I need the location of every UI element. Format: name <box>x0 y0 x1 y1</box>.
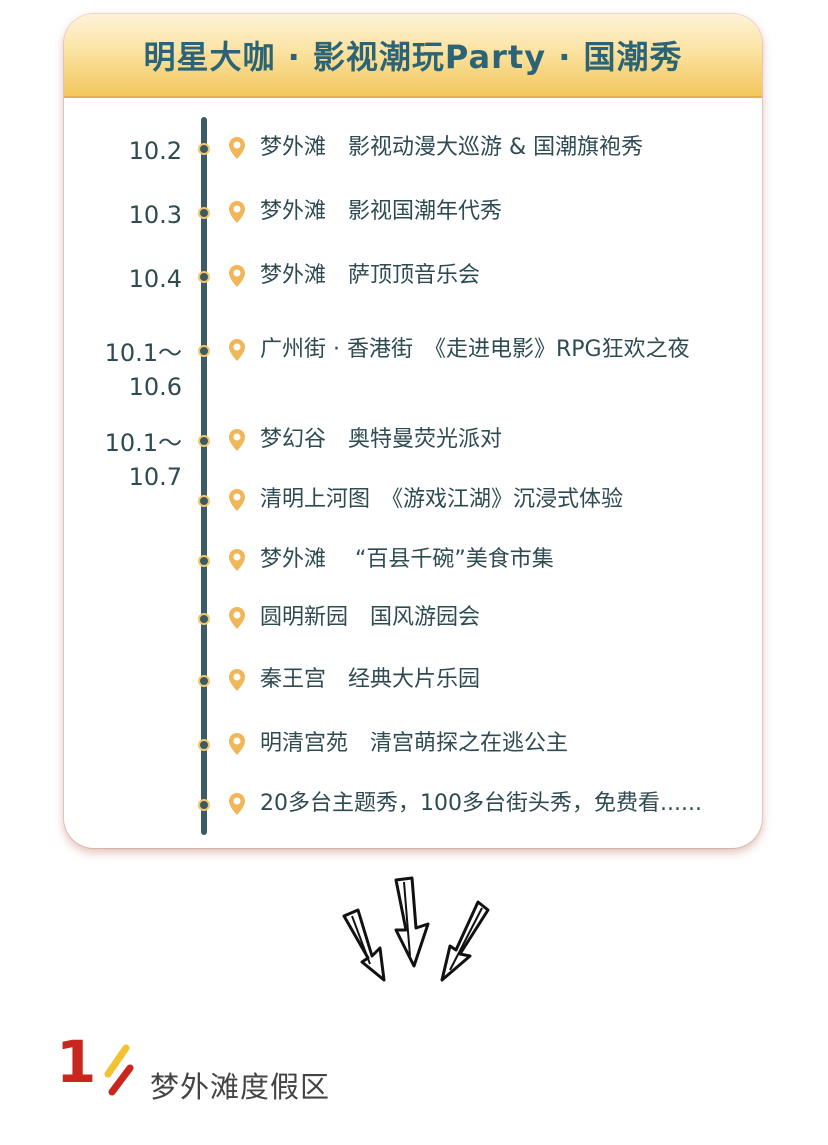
event-description: 梦外滩 “百县千碗”美食市集 <box>260 547 554 572</box>
event-description: 20多台主题秀，100多台街头秀，免费看...... <box>260 791 702 816</box>
timeline-row: 明清宫苑 清宫萌探之在逃公主 <box>64 730 762 770</box>
timeline-dot <box>198 613 210 625</box>
timeline-row: 10.1～ 10.7 梦幻谷 奥特曼荧光派对 <box>64 426 762 491</box>
timeline-dot <box>198 143 210 155</box>
event-date: 10.4 <box>128 265 182 293</box>
timeline-dot <box>198 555 210 567</box>
timeline-dot <box>198 345 210 357</box>
event-date: 10.1～ 10.7 <box>104 429 182 491</box>
timeline-row: 10.4 梦外滩 萨顶顶音乐会 <box>64 262 762 302</box>
timeline-dot <box>198 271 210 283</box>
location-pin-icon <box>229 201 245 223</box>
timeline-dot <box>198 675 210 687</box>
section-heading: 1 梦外滩度假区 <box>56 1028 376 1108</box>
timeline-row: 10.3 梦外滩 影视国潮年代秀 <box>64 198 762 238</box>
location-pin-icon <box>229 669 245 691</box>
location-pin-icon <box>229 733 245 755</box>
timeline-row: 秦王宫 经典大片乐园 <box>64 666 762 706</box>
timeline-row: 10.2 梦外滩 影视动漫大巡游 & 国潮旗袍秀 <box>64 134 762 174</box>
event-description: 梦外滩 影视动漫大巡游 & 国潮旗袍秀 <box>260 135 644 160</box>
location-pin-icon <box>229 265 245 287</box>
timeline-row: 梦外滩 “百县千碗”美食市集 <box>64 546 762 586</box>
event-description: 秦王宫 经典大片乐园 <box>260 667 481 692</box>
location-pin-icon <box>229 607 245 629</box>
down-arrows-icon <box>342 876 490 982</box>
location-pin-icon <box>229 339 245 361</box>
timeline-row: 20多台主题秀，100多台街头秀，免费看...... <box>64 790 762 830</box>
event-date: 10.3 <box>128 201 182 229</box>
card-header: 明星大咖 · 影视潮玩Party · 国潮秀 <box>64 14 762 98</box>
location-pin-icon <box>229 793 245 815</box>
event-description: 圆明新园 国风游园会 <box>260 605 481 630</box>
timeline-line <box>201 117 207 835</box>
event-description: 梦外滩 萨顶顶音乐会 <box>260 263 481 288</box>
location-pin-icon <box>229 137 245 159</box>
event-description: 明清宫苑 清宫萌探之在逃公主 <box>260 731 569 756</box>
timeline-row: 清明上河图 《游戏江湖》沉浸式体验 <box>64 486 762 526</box>
location-pin-icon <box>229 549 245 571</box>
timeline-dot <box>198 799 210 811</box>
location-pin-icon <box>229 489 245 511</box>
event-description: 梦外滩 影视国潮年代秀 <box>260 199 503 224</box>
timeline-row: 10.1～ 10.6 广州街 · 香港街 《走进电影》RPG狂欢之夜 <box>64 336 762 401</box>
event-date: 10.1～ 10.6 <box>104 339 182 401</box>
timeline-dot <box>198 495 210 507</box>
timeline-dot <box>198 435 210 447</box>
slash-decoration-icon <box>104 1044 134 1096</box>
event-description: 清明上河图 《游戏江湖》沉浸式体验 <box>260 487 624 512</box>
section-title: 梦外滩度假区 <box>150 1070 331 1104</box>
event-description: 广州街 · 香港街 《走进电影》RPG狂欢之夜 <box>260 337 690 362</box>
event-description: 梦幻谷 奥特曼荧光派对 <box>260 427 503 452</box>
event-date: 10.2 <box>128 137 182 165</box>
timeline-dot <box>198 739 210 751</box>
timeline-row: 圆明新园 国风游园会 <box>64 604 762 644</box>
event-schedule-card: 明星大咖 · 影视潮玩Party · 国潮秀 10.2 梦外滩 影视动漫大巡游 &… <box>64 14 762 848</box>
location-pin-icon <box>229 429 245 451</box>
section-number: 1 <box>56 1028 97 1096</box>
timeline-dot <box>198 207 210 219</box>
header-title: 明星大咖 · 影视潮玩Party · 国潮秀 <box>143 38 683 76</box>
